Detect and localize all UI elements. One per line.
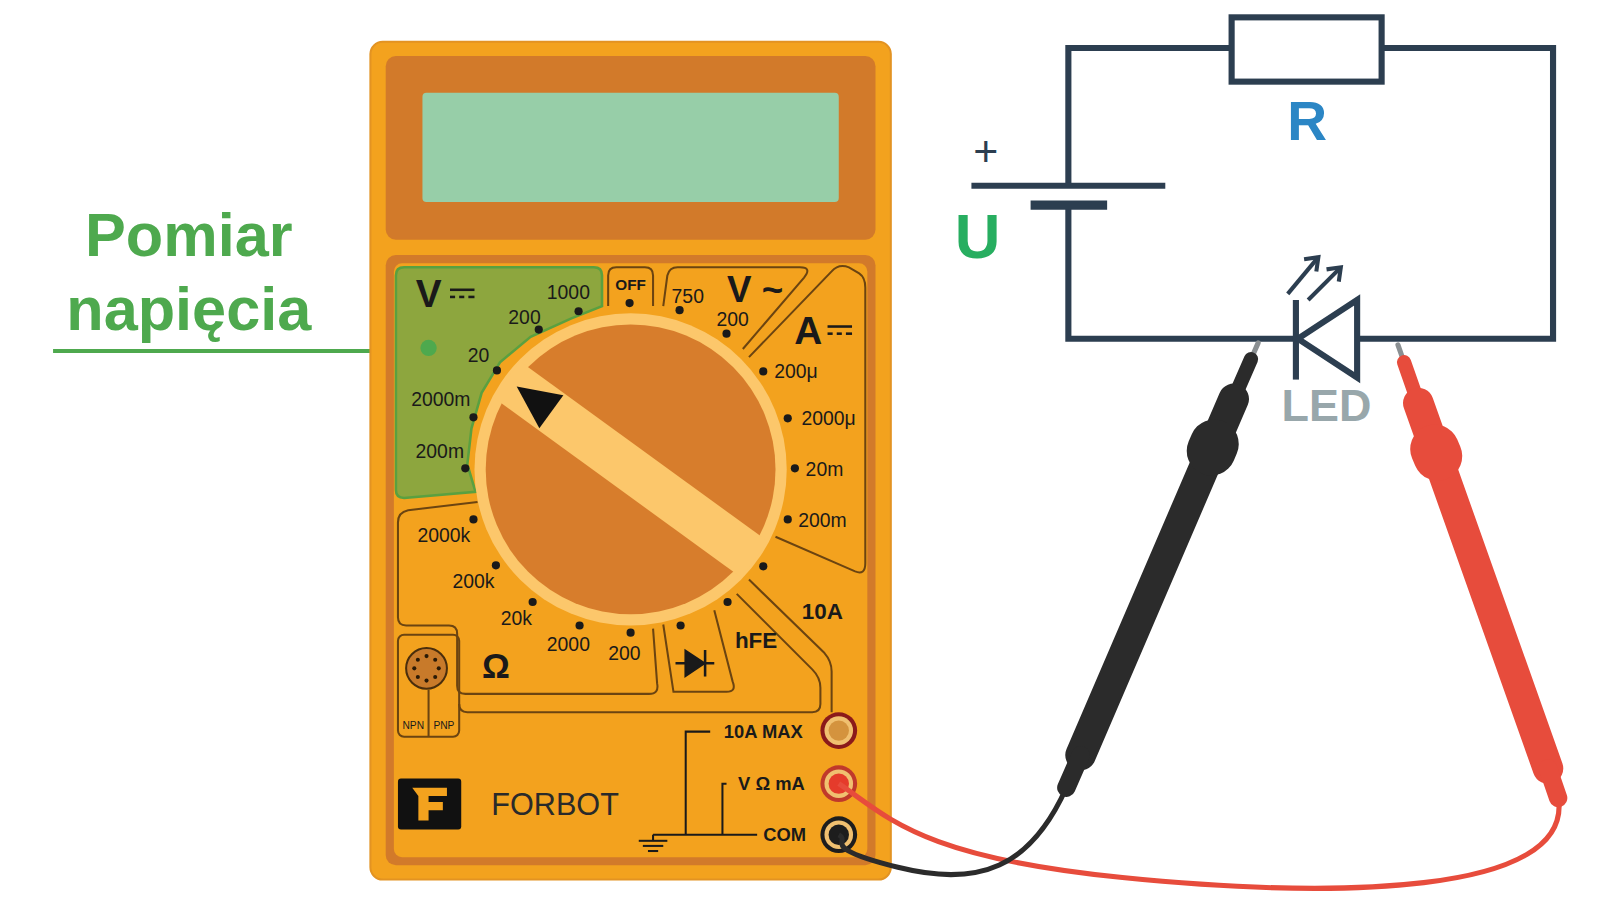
range-value: 20k	[501, 609, 532, 628]
range-value: 2000	[547, 634, 590, 653]
black-cable	[839, 788, 1067, 875]
polarity-sign: +	[973, 131, 998, 174]
circuit	[971, 17, 1553, 379]
socket-label: PNP	[433, 720, 454, 730]
mode-symbol: V ~	[727, 271, 783, 308]
range-value: 200k	[452, 572, 494, 591]
range-value: 10A	[802, 601, 843, 623]
socket-label: NPN	[402, 720, 424, 730]
mode-symbol: A	[794, 311, 822, 350]
range-value: 200	[508, 308, 540, 327]
off-label: OFF	[615, 277, 646, 292]
resistor-label: R	[1287, 93, 1327, 148]
mode-symbol: V	[416, 274, 442, 313]
range-value: 20	[468, 345, 490, 364]
voltage-symbol: U	[955, 205, 1001, 268]
led-label: LED	[1282, 384, 1372, 429]
multimeter	[370, 42, 890, 880]
jack-label: V Ω mA	[738, 774, 805, 792]
callout-label: Pomiar napięcia	[20, 199, 357, 346]
red-probe	[1398, 345, 1558, 798]
black-probe	[1066, 343, 1258, 788]
range-value: 200	[608, 643, 640, 662]
range-value: 750	[672, 286, 704, 305]
red-cable	[839, 784, 1559, 889]
range-value: 200μ	[774, 362, 818, 381]
range-value: 200m	[798, 511, 847, 530]
range-value: 2000μ	[801, 409, 855, 428]
range-value: 2000k	[417, 526, 470, 545]
range-value: 20m	[806, 460, 844, 479]
range-value: 200	[716, 310, 748, 329]
jack-label: 10A MAX	[724, 722, 803, 740]
brand-name: FORBOT	[491, 790, 619, 821]
mode-symbol: hFE	[735, 630, 777, 652]
mode-symbol: Ω	[482, 648, 510, 683]
range-value: 200m	[416, 441, 465, 460]
range-value: 2000m	[411, 389, 470, 408]
jack-label: COM	[763, 826, 806, 844]
range-value: 1000	[547, 283, 590, 302]
